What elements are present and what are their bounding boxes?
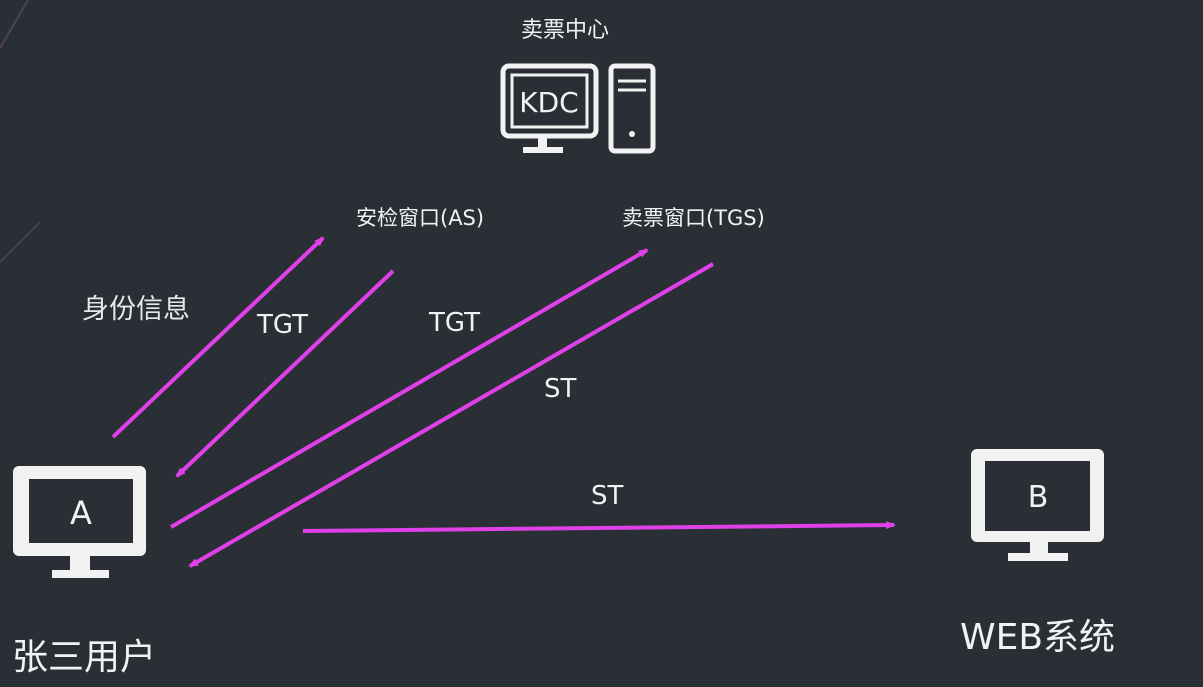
identity-message-label: 身份信息 (82, 294, 190, 325)
server-tower-icon (608, 63, 656, 154)
server-monitor-text: B (1028, 480, 1049, 515)
arrow-tgt-to-client (175, 269, 395, 478)
kdc-monitor-icon: KDC (500, 63, 599, 153)
arrow-st-to-web (302, 521, 896, 533)
tgs-window-label: 卖票窗口(TGS) (622, 206, 765, 230)
client-monitor-text: A (70, 494, 92, 532)
server-monitor-icon: B (971, 449, 1104, 561)
kdc-title: 卖票中心 (521, 18, 610, 43)
decorative-streak (0, 0, 29, 49)
server-name-label: WEB系统 (960, 617, 1116, 658)
st-from-tgs-label: ST (544, 374, 577, 404)
arrow-identity-to-as (111, 236, 325, 439)
client-name-label: 张三用户 (12, 637, 157, 678)
arrow-st-to-client (188, 262, 715, 568)
kdc-monitor-text: KDC (519, 86, 578, 119)
decorative-streak (0, 221, 41, 263)
arrow-tgt-to-tgs (169, 248, 649, 529)
client-monitor-icon: A (13, 466, 146, 578)
tgt-to-tgs-label: TGT (429, 308, 480, 338)
tgt-from-as-label: TGT (257, 310, 308, 340)
as-window-label: 安检窗口(AS) (356, 206, 485, 230)
st-to-web-label: ST (591, 481, 624, 511)
